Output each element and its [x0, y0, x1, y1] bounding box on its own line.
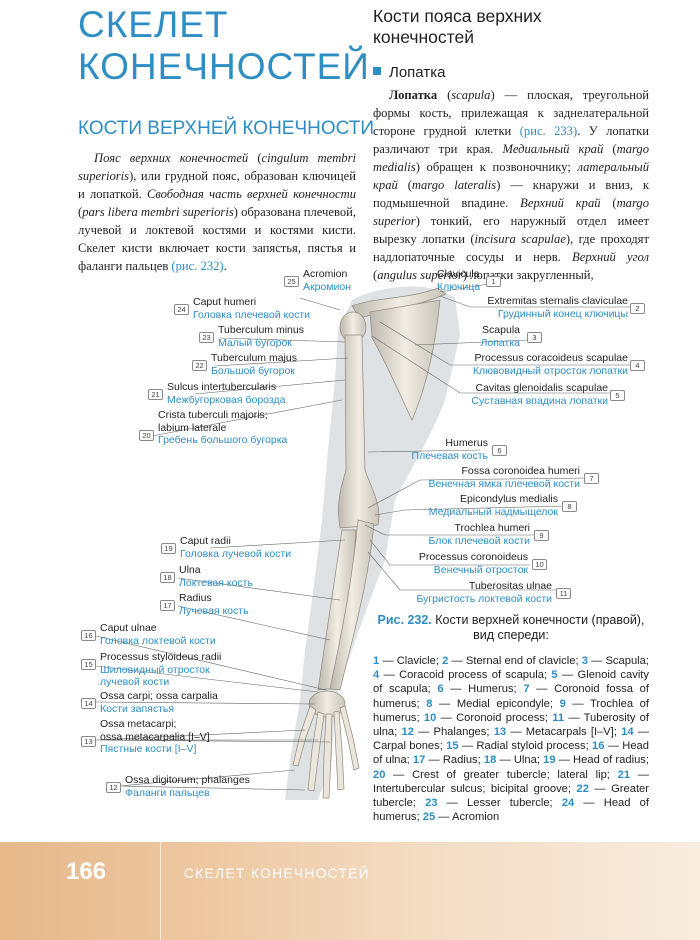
label-ossa-metacarpi: Ossa metacarpi;ossa metacarpalia [I–V]Пя… [100, 718, 210, 756]
label-number: 12 [106, 782, 121, 793]
figure-legend: 1 — Clavicle; 2 — Sternal end of clavicl… [373, 654, 649, 824]
label-number: 14 [81, 698, 96, 709]
label-extremitas-sternalis: Extremitas sternalis claviculaeГрудинный… [487, 295, 628, 320]
label-number: 22 [192, 360, 207, 371]
finger-4 [334, 711, 344, 790]
page-number: 166 [66, 858, 106, 886]
legend-text: — Coronoid process; [436, 712, 552, 724]
label-ossa-carpi: Ossa carpi; ossa carpaliaКости запястья [100, 690, 218, 715]
label-ossa-digitorum: Ossa digitorum; phalangesФаланги пальцев [125, 774, 250, 799]
legend-text: — Radius; [425, 754, 484, 766]
label-number: 19 [161, 543, 176, 554]
label-number: 17 [160, 600, 175, 611]
legend-number: 12 [401, 726, 413, 738]
label-number: 20 [139, 430, 154, 441]
page-footer: 166 СКЕЛЕТ КОНЕЧНОСТЕЙ [0, 842, 700, 940]
legend-text: — Crest of greater tubercle; lateral lip… [385, 769, 617, 781]
legend-text: — Humerus; [444, 683, 524, 695]
legend-number: 15 [446, 740, 458, 752]
label-number: 13 [81, 736, 96, 747]
legend-number: 18 [484, 754, 496, 766]
legend-number: 25 [423, 811, 435, 823]
label-fossa-coronoidea: Fossa coronoidea humeriВенечная ямка пле… [428, 465, 580, 490]
legend-text: — Coracoid process of scapula; [379, 669, 551, 681]
legend-number: 17 [413, 754, 425, 766]
section-title: КОСТИ ВЕРХНЕЙ КОНЕЧНОСТИ [78, 118, 374, 140]
legend-number: 16 [592, 740, 604, 752]
legend-number: 13 [494, 726, 506, 738]
figure-caption: Рис. 232. Кости верхней конечности (прав… [373, 613, 649, 643]
legend-number: 23 [425, 797, 437, 809]
label-number: 16 [81, 630, 96, 641]
legend-text: — Sternal end of clavicle; [448, 655, 581, 667]
legend-text: — Ulna; [496, 754, 543, 766]
label-number: 2 [630, 303, 645, 314]
label-number: 23 [199, 332, 214, 343]
legend-text: — Acromion [435, 811, 499, 823]
legend-text: — Clavicle; [379, 655, 442, 667]
legend-text: — Radial styloid process; [459, 740, 592, 752]
label-number: 10 [532, 559, 547, 570]
legend-text: — Medial epicondyle; [432, 698, 559, 710]
label-number: 18 [160, 572, 175, 583]
label-number: 3 [527, 332, 542, 343]
label-number: 1 [486, 276, 501, 287]
legend-number: 22 [576, 783, 588, 795]
label-number: 7 [584, 473, 599, 484]
legend-number: 21 [618, 769, 630, 781]
legend-number: 24 [562, 797, 574, 809]
label-number: 8 [562, 501, 577, 512]
label-number: 15 [81, 659, 96, 670]
label-number: 24 [174, 304, 189, 315]
footer-divider [160, 842, 161, 940]
label-number: 21 [148, 389, 163, 400]
label-cavitas-glenoidalis: Cavitas glenoidalis scapulaeСуставная вп… [471, 382, 608, 407]
legend-text: — Lesser tubercle; [438, 797, 562, 809]
legend-number: 20 [373, 769, 385, 781]
figure-link[interactable]: (рис. 233) [520, 124, 577, 138]
intro-paragraph: Пояс верхних конечностей (cingulum membr… [78, 149, 356, 275]
legend-text: — Metacarpals [I–V]; [506, 726, 621, 738]
scapula-paragraph: Лопатка (scapula) — плоская, треугольной… [373, 86, 649, 284]
subsection-title: Кости пояса верхних конечностей [373, 6, 633, 48]
label-number: 4 [630, 360, 645, 371]
chapter-title: СКЕЛЕТ КОНЕЧНОСТЕЙ [78, 4, 328, 88]
label-number: 25 [284, 276, 299, 287]
legend-number: 11 [552, 712, 564, 724]
label-number: 11 [556, 588, 571, 599]
label-number: 6 [492, 445, 507, 456]
sub-heading: Лопатка [373, 64, 445, 81]
legend-text: — Head of radius; [556, 754, 649, 766]
legend-number: 10 [424, 712, 436, 724]
label-crista-tuberculi: Crista tuberculi majoris;labium laterale… [158, 409, 287, 447]
square-bullet-icon [373, 67, 381, 75]
legend-number: 14 [621, 726, 633, 738]
legend-number: 19 [543, 754, 555, 766]
legend-text: — Scapula; [588, 655, 649, 667]
running-title: СКЕЛЕТ КОНЕЧНОСТЕЙ [184, 866, 370, 881]
label-number: 5 [610, 390, 625, 401]
label-number: 9 [534, 530, 549, 541]
legend-text: — Phalanges; [414, 726, 494, 738]
